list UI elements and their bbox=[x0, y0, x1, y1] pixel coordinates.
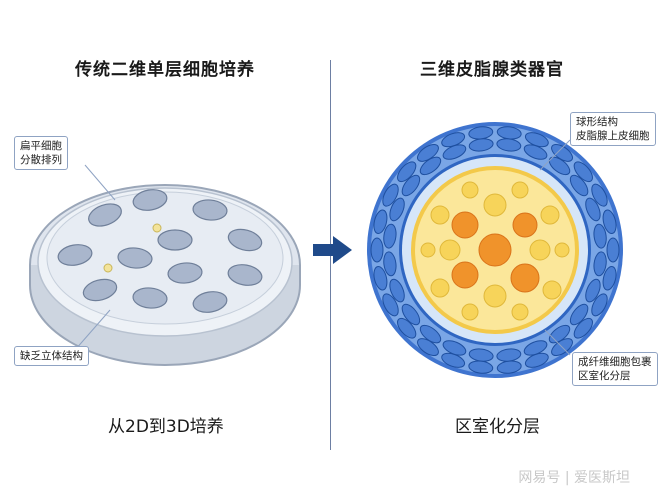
sebocyte-cell bbox=[420, 242, 436, 258]
fibroblast-cell bbox=[551, 143, 573, 162]
sebocyte-cell bbox=[483, 193, 507, 217]
callout-line-1: 扁平细胞 bbox=[20, 140, 62, 152]
callout-line-top-right bbox=[539, 139, 571, 171]
fibroblast-cell bbox=[569, 303, 589, 326]
sebocyte-cell bbox=[542, 280, 562, 300]
sebocyte-cell bbox=[554, 242, 570, 258]
fibroblast-cell bbox=[468, 138, 494, 152]
flat-cell bbox=[88, 203, 122, 227]
callout-line-2: 皮脂腺上皮细胞 bbox=[576, 130, 650, 142]
fibroblast-cell bbox=[548, 324, 571, 344]
fibroblast-cell bbox=[593, 251, 607, 277]
callout-line-1: 球形结构 bbox=[576, 116, 618, 128]
fibroblast-cell bbox=[585, 197, 601, 222]
fibroblast-cell bbox=[383, 251, 397, 277]
flat-cells bbox=[57, 189, 263, 313]
flat-cell bbox=[192, 291, 228, 313]
sebocyte-cell bbox=[483, 284, 507, 308]
callout-line-1: 成纤维细胞包裹 bbox=[578, 356, 652, 368]
fibroblast-cell bbox=[397, 317, 417, 339]
fibroblast-cell bbox=[602, 209, 617, 235]
fibroblast-cell bbox=[419, 324, 442, 344]
fibroblast-cell bbox=[468, 348, 494, 362]
fibroblast-cell bbox=[373, 209, 388, 235]
right-title: 三维皮脂腺类器官 bbox=[420, 60, 564, 80]
callout-line-2: 区室化分层 bbox=[578, 370, 631, 382]
flat-cell bbox=[157, 229, 193, 251]
fibroblast-cell bbox=[389, 197, 405, 222]
flat-cell bbox=[117, 247, 153, 269]
fibroblast-cell bbox=[397, 161, 417, 183]
sebocyte-cell bbox=[451, 211, 479, 239]
sebocyte-cell bbox=[461, 303, 479, 321]
fibroblast-cell bbox=[569, 174, 589, 197]
small-particle bbox=[103, 263, 113, 273]
watermark: 网易号 | 爱医斯坦 bbox=[518, 470, 630, 486]
arrow-right-icon bbox=[313, 236, 352, 264]
flat-cell bbox=[192, 199, 228, 221]
fibroblast-cell bbox=[591, 293, 608, 317]
fibroblast-cell bbox=[573, 161, 593, 183]
sebocyte-cell bbox=[478, 233, 512, 267]
fibroblast-cell bbox=[496, 138, 522, 152]
fibroblast-cell bbox=[401, 174, 421, 197]
sebocyte-cell bbox=[540, 205, 560, 225]
callout-no-3d-structure: 缺乏立体结构 bbox=[14, 346, 89, 366]
sebocyte-cell bbox=[529, 239, 551, 261]
fibroblast-cell bbox=[442, 144, 467, 160]
fibroblast-cell bbox=[573, 317, 593, 339]
sebocyte-cell bbox=[510, 263, 540, 293]
flat-cell bbox=[132, 189, 168, 211]
fibroblast-cell bbox=[417, 143, 439, 162]
fibroblast-cell bbox=[383, 223, 397, 249]
sebocyte-cell bbox=[461, 181, 479, 199]
fibroblast-cell bbox=[602, 265, 617, 291]
callout-spherical-structure: 球形结构 皮脂腺上皮细胞 bbox=[570, 112, 656, 146]
fibroblast-cell bbox=[548, 156, 571, 176]
callout-fibroblast-wrap: 成纤维细胞包裹 区室化分层 bbox=[572, 352, 658, 386]
flat-cell bbox=[132, 287, 168, 309]
flat-cell bbox=[227, 228, 263, 252]
sebocyte-cell bbox=[512, 212, 538, 238]
fibroblast-cell bbox=[370, 237, 384, 263]
flat-cell bbox=[57, 244, 93, 266]
flat-cell bbox=[167, 262, 203, 284]
fibroblast-cell bbox=[419, 156, 442, 176]
fibroblast-cell bbox=[389, 278, 405, 303]
fibroblast-cell bbox=[606, 237, 620, 263]
right-caption: 区室化分层 bbox=[455, 417, 540, 437]
callout-line-1: 缺乏立体结构 bbox=[20, 350, 83, 362]
sebocyte-cell bbox=[451, 261, 479, 289]
flat-cell bbox=[227, 264, 263, 286]
callout-line-2: 分散排列 bbox=[20, 154, 62, 166]
fibroblast-cell bbox=[523, 340, 548, 356]
fibroblast-cell bbox=[442, 340, 467, 356]
fibroblast-cell bbox=[417, 338, 439, 357]
left-title: 传统二维单层细胞培养 bbox=[75, 60, 255, 80]
fibroblast-cell bbox=[496, 348, 522, 362]
fibroblast-cell bbox=[401, 303, 421, 326]
fibroblast-cell bbox=[523, 144, 548, 160]
sebocyte-cell bbox=[439, 239, 461, 261]
sebocyte-cell bbox=[511, 303, 529, 321]
left-caption: 从2D到3D培养 bbox=[108, 417, 224, 437]
fibroblast-cell bbox=[593, 223, 607, 249]
fibroblast-cell bbox=[382, 183, 399, 207]
fibroblast-cell bbox=[585, 278, 601, 303]
callout-flat-cells: 扁平细胞 分散排列 bbox=[14, 136, 68, 170]
flat-cell bbox=[82, 278, 118, 302]
fibroblast-cell bbox=[382, 293, 399, 317]
callout-line-bottom-left bbox=[74, 309, 111, 351]
organoid bbox=[367, 122, 623, 378]
sebocyte-cell bbox=[430, 205, 450, 225]
sebocyte-cell bbox=[511, 181, 529, 199]
small-particle bbox=[152, 223, 162, 233]
fibroblast-cell bbox=[373, 265, 388, 291]
fibroblast-cell bbox=[591, 183, 608, 207]
callout-line-bottom-right bbox=[544, 329, 571, 356]
sebocyte-cell bbox=[430, 278, 450, 298]
callout-line-top-left bbox=[84, 164, 116, 201]
